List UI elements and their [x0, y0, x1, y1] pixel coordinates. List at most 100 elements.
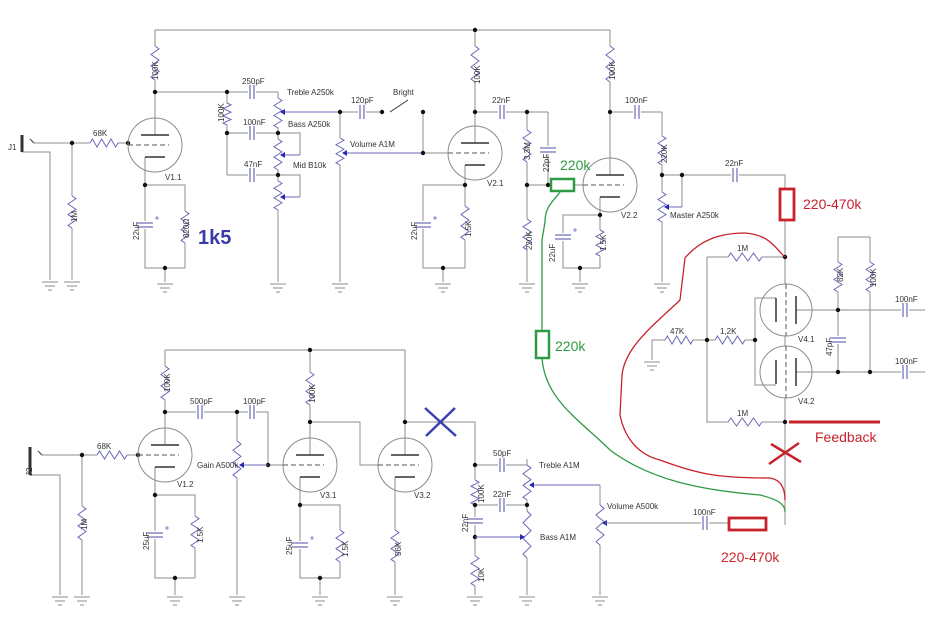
- capacitor-gap: [547, 146, 549, 154]
- resistor: [714, 335, 746, 345]
- component-label: 25uF: [285, 537, 294, 555]
- component-label: 56K: [394, 541, 403, 556]
- component-label: 220K: [525, 231, 534, 250]
- potentiometer-wiper: [280, 152, 285, 158]
- components: [20, 27, 909, 606]
- green-mod-label: 220k: [555, 338, 586, 354]
- wire: [154, 495, 195, 579]
- component-label: 22uF: [410, 222, 419, 240]
- junction-node: [782, 419, 788, 425]
- component-label: 22nF: [461, 514, 470, 532]
- component-label: 1.5K: [464, 220, 473, 237]
- component-label: 10K: [477, 567, 486, 582]
- resistor: [273, 97, 283, 129]
- resistor: [334, 137, 346, 166]
- polarity-plus-icon: [165, 526, 169, 530]
- junction-node: [524, 109, 530, 115]
- resistor: [727, 252, 763, 262]
- wire: [22, 151, 51, 280]
- resistor: [595, 504, 605, 546]
- resistor: [232, 440, 242, 479]
- junction-node: [545, 182, 551, 188]
- potentiometer-wiper: [342, 150, 347, 156]
- junction-node: [462, 182, 468, 188]
- green-mod-resistor: [534, 329, 551, 360]
- junction-node: [224, 89, 230, 95]
- component-label: 100K: [608, 61, 617, 80]
- component-label: Treble A250k: [287, 88, 335, 97]
- junction-node: [297, 502, 303, 508]
- wire: [144, 185, 185, 269]
- resistor: [605, 45, 615, 83]
- component-label: 100K: [473, 65, 482, 84]
- capacitor-gap: [248, 174, 256, 176]
- potentiometer-wiper: [520, 534, 525, 540]
- junction-node: [835, 307, 841, 313]
- component-label: 250pF: [242, 77, 265, 86]
- component-label: 22uF: [132, 222, 141, 240]
- resistor: [833, 261, 843, 293]
- wire: [422, 112, 448, 154]
- component-label: 68K: [97, 442, 112, 451]
- potentiometer-wiper: [529, 482, 534, 488]
- resistor: [67, 195, 77, 229]
- component-label: Bass A250k: [288, 120, 331, 129]
- potentiometer-wiper: [280, 109, 285, 115]
- junction-node: [577, 265, 583, 271]
- capacitor-gap: [498, 464, 506, 466]
- capacitor-gap: [248, 91, 256, 93]
- junction-node: [307, 419, 313, 425]
- resistor: [657, 191, 667, 223]
- component-label: 22nF: [493, 490, 511, 499]
- capacitor-gap: [562, 233, 564, 241]
- resistor: [160, 365, 170, 401]
- component-label: Master A250k: [670, 211, 720, 220]
- green-mod-wire: [541, 191, 561, 330]
- resistor: [96, 450, 128, 460]
- resistor: [77, 505, 87, 541]
- component-label: 47pF: [825, 338, 834, 356]
- green-mod-resistor: [549, 177, 576, 193]
- component-label: 68K: [93, 129, 108, 138]
- resistor: [190, 515, 200, 549]
- jack-tip: [37, 450, 43, 456]
- capacitor-gap: [498, 504, 506, 506]
- polarity-plus-icon: [573, 228, 577, 232]
- cathode-note: 1k5: [198, 227, 231, 249]
- blue-cross-icon: [424, 407, 457, 437]
- component-label: 1.5K: [196, 526, 205, 543]
- potentiometer-wiper: [239, 462, 244, 468]
- capacitor-gap: [154, 531, 156, 539]
- wire: [145, 184, 186, 205]
- junction-node: [679, 172, 685, 178]
- junction-node: [337, 109, 343, 115]
- resistor: [469, 479, 481, 506]
- potentiometer-wiper: [280, 194, 285, 200]
- junction-node: [307, 347, 313, 353]
- component-label: V4.2: [798, 397, 815, 406]
- junction-node: [420, 150, 426, 156]
- component-label: 22nF: [725, 159, 743, 168]
- polarity-plus-icon: [155, 216, 159, 220]
- junction-node: [69, 140, 75, 146]
- component-label: 100K: [217, 103, 226, 122]
- component-label: Mid B10k: [293, 161, 327, 170]
- component-label: 50pF: [493, 449, 511, 458]
- wire: [155, 494, 196, 510]
- junction-node: [142, 182, 148, 188]
- junction-node: [472, 109, 478, 115]
- capacitor-gap: [248, 132, 256, 134]
- capacitor-gap: [248, 411, 256, 413]
- component-label: 100pF: [243, 397, 266, 406]
- capacitor-gap: [701, 522, 709, 524]
- resistor: [335, 529, 345, 563]
- resistor: [273, 138, 283, 171]
- potentiometer-wiper: [602, 520, 607, 526]
- component-label: V2.2: [621, 211, 638, 220]
- component-label: 100K: [869, 268, 878, 287]
- junction-node: [524, 182, 530, 188]
- junction-node: [152, 89, 158, 95]
- component-label: Gain A500k: [197, 461, 239, 470]
- component-label: 120pF: [351, 96, 374, 105]
